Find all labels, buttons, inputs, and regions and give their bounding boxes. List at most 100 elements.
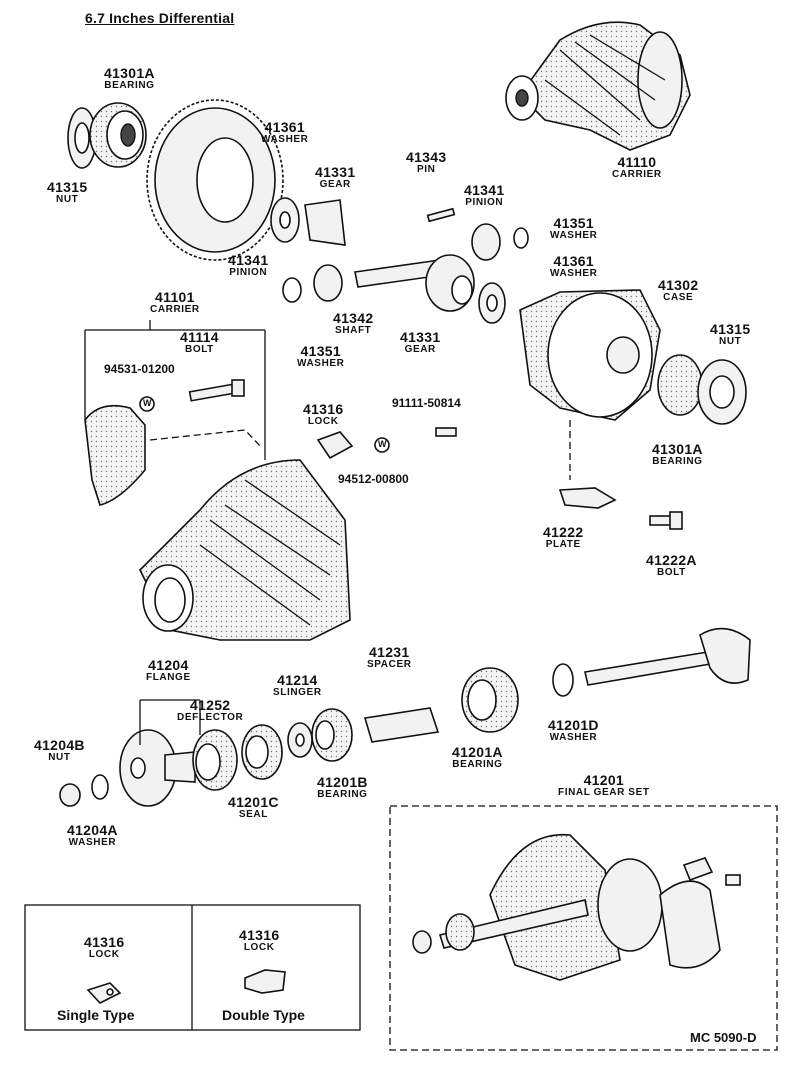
label-bolt-41114: 41114 BOLT (180, 330, 219, 355)
part-name: BEARING (652, 456, 703, 467)
single-type-label: Single Type (57, 1007, 135, 1023)
differential-gears-illustration (270, 197, 529, 324)
part-number: 41201C (228, 794, 279, 810)
label-washer-41361-top: 41361 WASHER (261, 120, 309, 145)
label-bearing-41201b: 41201B BEARING (317, 775, 368, 800)
label-lock-double-41316: 41316 LOCK (239, 928, 279, 953)
part-name: WASHER (68, 837, 117, 848)
code-94531-01200: 94531-01200 (104, 362, 175, 376)
part-name: BEARING (317, 789, 368, 800)
plate-bolt-illustration (558, 487, 683, 530)
part-number: 41361 (553, 253, 594, 269)
part-number: 41351 (300, 343, 341, 359)
part-number: 41351 (553, 215, 594, 231)
part-name: NUT (48, 752, 71, 763)
part-number: 41201A (452, 744, 503, 760)
part-name: PLATE (545, 539, 581, 550)
label-gear-41331-bottom: 41331 GEAR (400, 330, 440, 355)
part-name: FINAL GEAR SET (558, 787, 650, 798)
label-flange-41204: 41204 FLANGE (146, 658, 191, 683)
label-bearing-41201a: 41201A BEARING (452, 745, 503, 770)
double-type-label: Double Type (222, 1007, 305, 1023)
label-seal-41201c: 41201C SEAL (228, 795, 279, 820)
label-pinion-41341-left: 41341 PINION (228, 253, 268, 278)
part-number: 41361 (264, 119, 305, 135)
label-washer-41201d: 41201D WASHER (548, 718, 599, 743)
part-name: PIN (416, 164, 436, 175)
part-name: WASHER (297, 358, 345, 369)
diagram-title: 6.7 Inches Differential (85, 10, 235, 26)
part-name: PINION (465, 197, 504, 208)
carrier-assembly-illustration (505, 21, 691, 151)
part-number: 41201 (583, 772, 624, 788)
part-number: 41114 (180, 329, 219, 345)
part-name: SLINGER (273, 687, 322, 698)
label-deflector-41252: 41252 DEFLECTOR (177, 698, 243, 723)
label-washer-41204a: 41204A WASHER (67, 823, 118, 848)
part-number: 41204A (67, 822, 118, 838)
leader-lines (84, 320, 778, 1051)
part-number: 41316 (84, 934, 125, 950)
part-number: 41315 (710, 321, 751, 337)
part-number: 41101 (155, 289, 195, 305)
label-shaft-41342: 41342 SHAFT (333, 311, 373, 336)
label-final-gear-set-41201: 41201 FINAL GEAR SET (558, 773, 650, 798)
part-number: 41341 (228, 252, 269, 268)
part-name: LOCK (243, 942, 275, 953)
part-number: 41204 (148, 657, 189, 673)
label-case-41302: 41302 CASE (658, 278, 698, 303)
part-number: 41316 (239, 927, 280, 943)
part-name: WASHER (261, 134, 309, 145)
code-91111-50814: 91111-50814 (392, 396, 461, 410)
part-number: 41231 (369, 644, 410, 660)
carrier-housing-illustration (139, 459, 351, 641)
part-name: CASE (663, 292, 694, 303)
part-name: GEAR (404, 344, 436, 355)
part-number: 41301A (104, 65, 155, 81)
label-lock-single-41316: 41316 LOCK (84, 935, 124, 960)
part-number: 41204B (34, 737, 85, 753)
label-bolt-41222a: 41222A BOLT (646, 553, 697, 578)
part-name: BOLT (656, 567, 686, 578)
part-name: WASHER (550, 230, 598, 241)
part-name: BEARING (452, 759, 503, 770)
w-mark-left: W (143, 398, 152, 408)
part-name: GEAR (319, 179, 351, 190)
part-number: 41316 (303, 401, 344, 417)
part-name: LOCK (88, 949, 120, 960)
part-name: CARRIER (612, 169, 662, 180)
part-number: 41343 (406, 149, 447, 165)
label-bearing-41301a-right: 41301A BEARING (652, 442, 703, 467)
w-mark-right: W (378, 439, 387, 449)
label-slinger-41214: 41214 SLINGER (273, 673, 322, 698)
label-plate-41222: 41222 PLATE (543, 525, 583, 550)
part-number: 41201D (548, 717, 599, 733)
part-name: LOCK (307, 416, 339, 427)
part-name: BOLT (185, 344, 214, 355)
part-number: 41252 (189, 697, 231, 713)
part-name: FLANGE (146, 672, 191, 683)
part-number: 41301A (652, 441, 703, 457)
code-94512-00800: 94512-00800 (338, 472, 409, 486)
ring-gear-illustration (146, 99, 284, 261)
part-name: NUT (719, 336, 742, 347)
pinion-drive-parts-illustration (59, 627, 751, 807)
label-pinion-41341-right: 41341 PINION (464, 183, 504, 208)
part-name: PINION (229, 267, 268, 278)
part-number: 41222 (543, 524, 584, 540)
part-number: 41110 (617, 154, 657, 170)
label-nut-41204b: 41204B NUT (34, 738, 85, 763)
label-washer-41361-right: 41361 WASHER (550, 254, 598, 279)
carrier-cap-bolt-illustration (84, 379, 457, 506)
part-name: CARRIER (150, 304, 200, 315)
label-washer-41351-left: 41351 WASHER (297, 344, 345, 369)
label-nut-41315-right: 41315 NUT (710, 322, 750, 347)
differential-case-illustration (519, 289, 747, 425)
part-name: SEAL (238, 809, 268, 820)
label-lock-41316: 41316 LOCK (303, 402, 343, 427)
lock-type-box (24, 904, 361, 1031)
part-number: 41201B (317, 774, 368, 790)
label-pin-41343: 41343 PIN (406, 150, 446, 175)
part-number: 41222A (646, 552, 697, 568)
